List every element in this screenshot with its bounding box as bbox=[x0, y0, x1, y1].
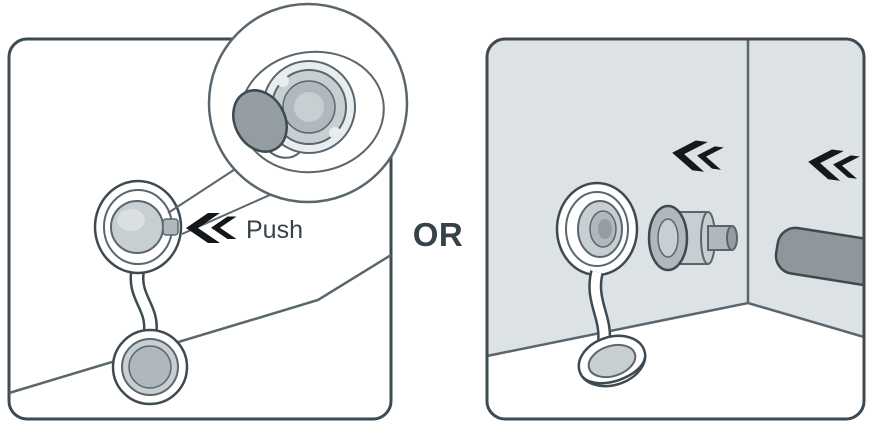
cap-inside bbox=[587, 343, 637, 379]
valve-assembly bbox=[93, 179, 183, 275]
valve-plug-stem bbox=[162, 218, 179, 236]
magnifier-pointer-line bbox=[167, 161, 247, 214]
adapter-flange-inner bbox=[657, 218, 679, 258]
cap-strap-right bbox=[588, 270, 612, 341]
strap-inner bbox=[131, 267, 156, 335]
or-label: OR bbox=[413, 216, 464, 253]
adapter-barb-tip bbox=[726, 225, 738, 251]
hose-body bbox=[774, 226, 863, 289]
appliance-edge-lines-right bbox=[488, 40, 863, 358]
port-key-notch bbox=[277, 75, 289, 87]
panel-push-method: Push bbox=[7, 2, 409, 421]
panel-hose-method bbox=[485, 37, 866, 421]
appliance-edge-lines-left bbox=[8, 253, 392, 395]
magnifier-callout bbox=[207, 2, 409, 204]
hose-adapter bbox=[647, 204, 738, 272]
valve-port-center-zoom bbox=[294, 92, 324, 122]
valve-socket-hole bbox=[598, 219, 612, 239]
hose bbox=[774, 226, 863, 289]
cap-wall bbox=[581, 356, 647, 385]
port-key-notch bbox=[329, 127, 341, 139]
valve-cap-closed bbox=[111, 328, 189, 406]
cap-strap-left bbox=[129, 266, 158, 336]
strap-inner bbox=[590, 270, 609, 341]
valve-plug-highlight bbox=[117, 209, 145, 231]
valve-cap-dangling bbox=[577, 334, 647, 388]
cap-inner-disc bbox=[128, 345, 172, 389]
valve-open bbox=[555, 181, 639, 277]
plug-zoom bbox=[232, 89, 288, 153]
floor-area bbox=[488, 303, 863, 418]
push-label: Push bbox=[246, 216, 303, 244]
